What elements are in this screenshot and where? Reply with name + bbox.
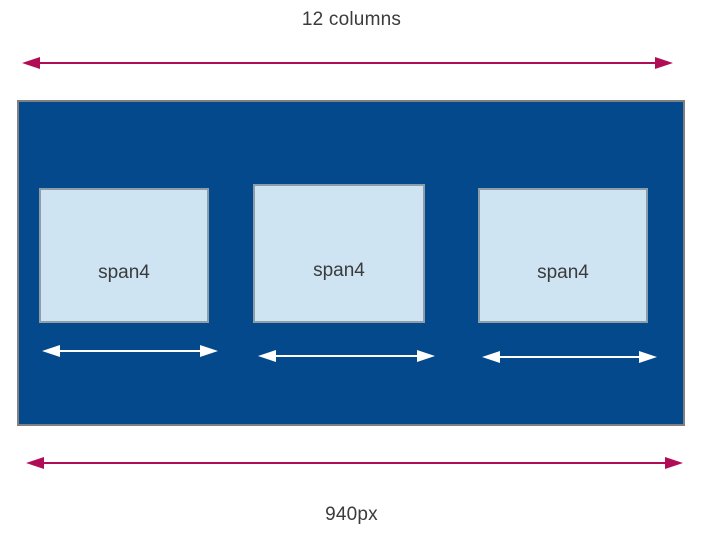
arrow-left-head-icon <box>26 457 44 469</box>
grid-column-3-label: span4 <box>537 261 589 283</box>
column-3-width-arrow <box>482 350 657 364</box>
arrow-right-head-icon <box>200 345 218 357</box>
grid-column-1: span4 <box>39 188 209 323</box>
column-1-width-arrow <box>42 344 218 358</box>
grid-column-3: span4 <box>478 188 648 323</box>
top-dimension-arrow <box>22 56 673 70</box>
bottom-dimension-arrow <box>26 456 683 470</box>
arrow-right-head-icon <box>417 350 435 362</box>
grid-column-1-label: span4 <box>98 261 150 283</box>
arrow-left-head-icon <box>482 351 500 363</box>
arrow-shaft <box>276 355 417 357</box>
arrow-left-head-icon <box>42 345 60 357</box>
arrow-shaft <box>40 62 655 64</box>
arrow-shaft <box>500 356 639 358</box>
grid-column-2-label: span4 <box>313 259 365 281</box>
arrow-left-head-icon <box>258 350 276 362</box>
arrow-right-head-icon <box>639 351 657 363</box>
bottom-dimension-label: 940px <box>325 504 378 525</box>
arrow-left-head-icon <box>22 57 40 69</box>
arrow-right-head-icon <box>665 457 683 469</box>
top-dimension-label: 12 columns <box>301 9 402 30</box>
arrow-shaft <box>60 350 200 352</box>
arrow-shaft <box>44 462 665 464</box>
grid-column-2: span4 <box>253 184 425 323</box>
arrow-right-head-icon <box>655 57 673 69</box>
column-2-width-arrow <box>258 349 435 363</box>
